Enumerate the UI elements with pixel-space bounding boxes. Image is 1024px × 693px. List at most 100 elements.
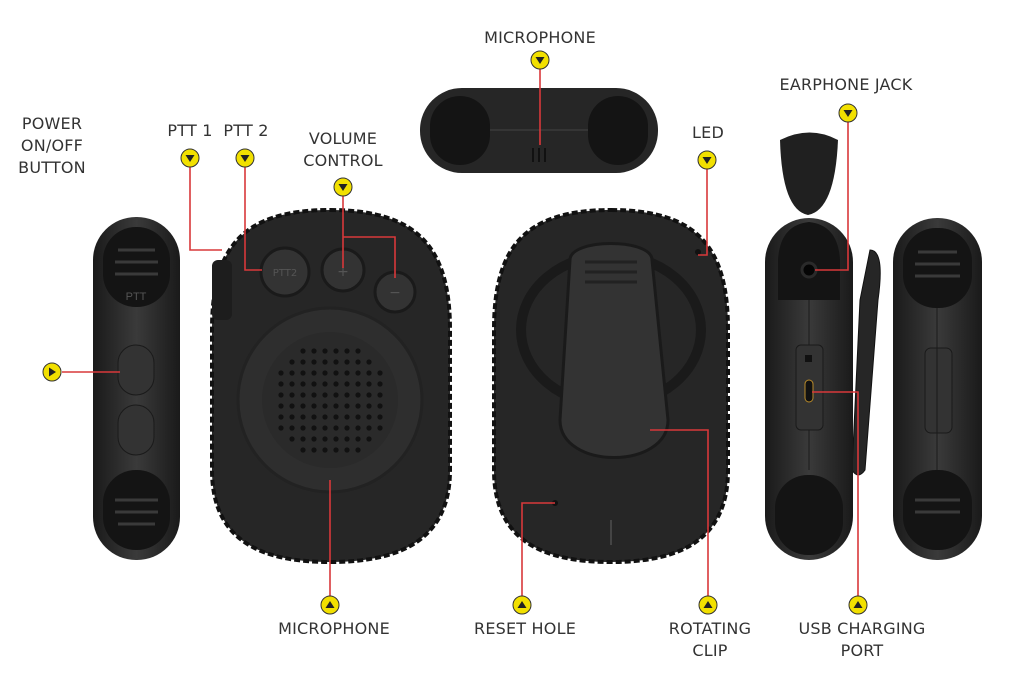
side-ptt-text: PTT (126, 291, 147, 303)
speaker-hole (322, 392, 328, 398)
speaker-hole (311, 348, 317, 354)
speaker-hole (333, 425, 339, 431)
label-volume-control: VOLUME CONTROL (303, 128, 383, 172)
speaker-hole (322, 414, 328, 420)
label-usb-charging-port: USB CHARGING PORT (798, 618, 925, 662)
speaker-hole (377, 370, 383, 376)
label-microphone-top: MICROPHONE (484, 28, 596, 47)
speaker-hole (300, 414, 306, 420)
marker-power (42, 362, 62, 382)
speaker-hole (366, 392, 372, 398)
speaker-hole (355, 348, 361, 354)
label-line: USB CHARGING (798, 619, 926, 638)
speaker-hole (355, 392, 361, 398)
speaker-hole (344, 359, 350, 365)
ptt2-button-text: PTT2 (273, 268, 297, 279)
volume-down-text: − (389, 285, 401, 301)
device-back-view (492, 207, 730, 565)
speaker-hole (311, 425, 317, 431)
label-line: VOLUME (308, 129, 378, 148)
volume-up-text: + (337, 264, 349, 280)
speaker-hole (278, 392, 284, 398)
speaker-hole (300, 403, 306, 409)
speaker-hole (300, 392, 306, 398)
speaker-hole (344, 403, 350, 409)
speaker-hole (355, 425, 361, 431)
speaker-hole (311, 447, 317, 453)
speaker-hole (366, 436, 372, 442)
speaker-hole (289, 425, 295, 431)
marker-led (697, 150, 717, 170)
speaker-hole (300, 359, 306, 365)
speaker-hole (333, 370, 339, 376)
speaker-hole (322, 403, 328, 409)
speaker-hole (355, 447, 361, 453)
speaker-hole (377, 392, 383, 398)
speaker-hole (311, 370, 317, 376)
device-top-view (420, 88, 658, 173)
speaker-hole (366, 381, 372, 387)
label-line: ON/OFF (20, 136, 84, 155)
speaker-hole (366, 359, 372, 365)
speaker-hole (366, 370, 372, 376)
speaker-hole (322, 436, 328, 442)
speaker-hole (289, 381, 295, 387)
marker-microphone-top (530, 50, 550, 70)
speaker-hole (311, 403, 317, 409)
label-microphone-bottom: MICROPHONE (278, 619, 390, 638)
label-line: PORT (840, 641, 884, 660)
speaker-hole (333, 392, 339, 398)
speaker-hole (300, 436, 306, 442)
speaker-hole (377, 425, 383, 431)
speaker-hole (278, 425, 284, 431)
speaker-hole (322, 381, 328, 387)
speaker-hole (355, 414, 361, 420)
speaker-hole (300, 348, 306, 354)
marker-microphone-bottom (320, 595, 340, 615)
speaker-hole (300, 370, 306, 376)
speaker-hole (333, 414, 339, 420)
speaker-hole (366, 425, 372, 431)
speaker-hole (311, 392, 317, 398)
marker-reset (512, 595, 532, 615)
speaker-hole (355, 436, 361, 442)
speaker-hole (311, 381, 317, 387)
speaker-hole (366, 414, 372, 420)
speaker-hole (289, 414, 295, 420)
speaker-hole (344, 436, 350, 442)
label-ptt2: PTT 2 (223, 121, 269, 140)
marker-clip (698, 595, 718, 615)
marker-ptt1 (180, 148, 200, 168)
speaker-hole (344, 381, 350, 387)
device-front-view: PTT2 + − (210, 207, 452, 565)
label-line: CONTROL (303, 151, 383, 170)
speaker-hole (377, 403, 383, 409)
speaker-hole (289, 370, 295, 376)
speaker-hole (344, 447, 350, 453)
marker-usb (848, 595, 868, 615)
speaker-hole (333, 381, 339, 387)
label-ptt1: PTT 1 (167, 121, 213, 140)
speaker-hole (289, 359, 295, 365)
speaker-hole (344, 425, 350, 431)
device-left-side-view: PTT (93, 217, 180, 560)
speaker-hole (278, 414, 284, 420)
label-rotating-clip: ROTATING CLIP (669, 618, 751, 662)
speaker-hole (377, 381, 383, 387)
marker-earphone (838, 103, 858, 123)
device-right-side-view (765, 132, 881, 560)
speaker-hole (289, 392, 295, 398)
speaker-hole (322, 425, 328, 431)
speaker-hole (322, 348, 328, 354)
label-power-button: POWER ON/OFF BUTTON (18, 113, 86, 179)
label-line: ROTATING (668, 619, 752, 638)
label-reset-hole: RESET HOLE (474, 619, 576, 638)
speaker-hole (300, 425, 306, 431)
label-earphone-jack: EARPHONE JACK (779, 75, 913, 94)
speaker-hole (311, 414, 317, 420)
speaker-hole (278, 403, 284, 409)
power-button (117, 344, 155, 396)
speaker-hole (278, 370, 284, 376)
speaker-hole (311, 436, 317, 442)
